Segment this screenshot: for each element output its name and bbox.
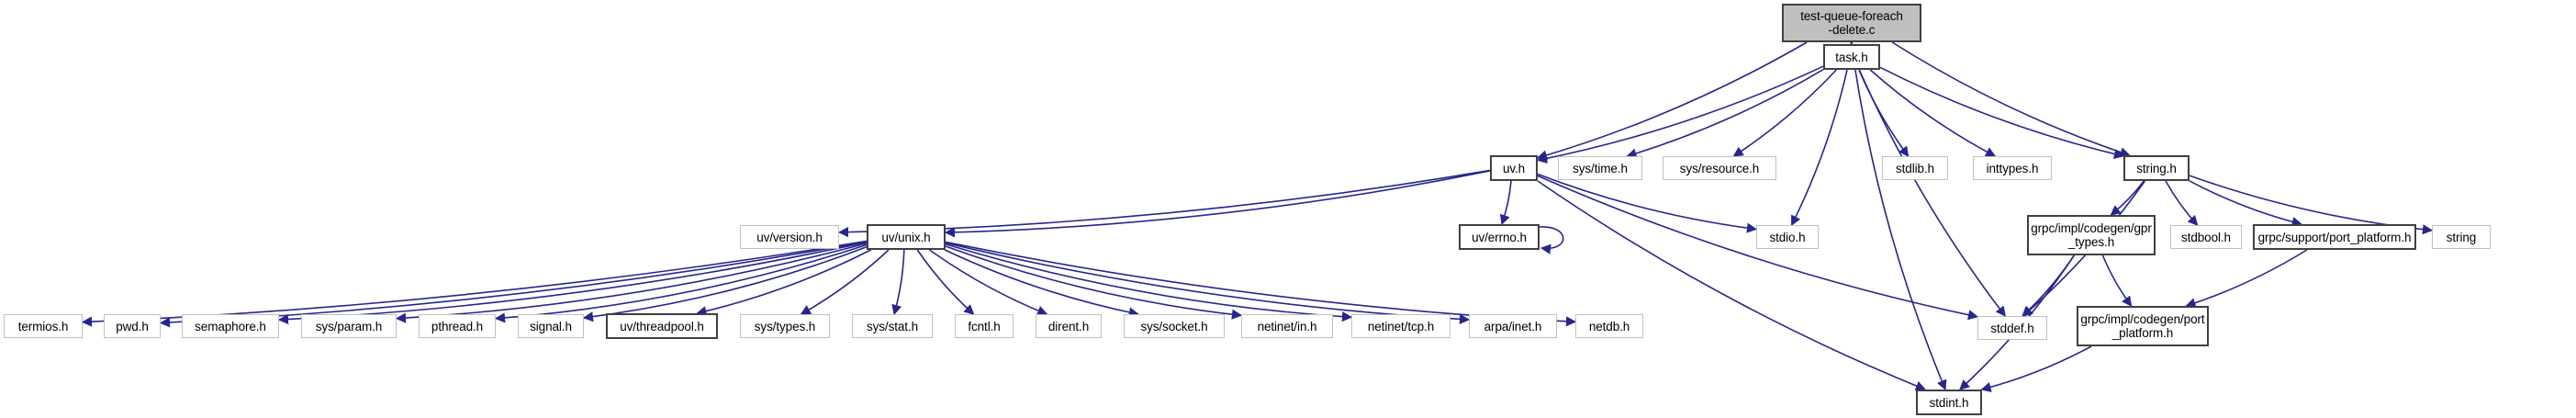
graph-node-inttypes[interactable]: inttypes.h	[1973, 156, 2052, 180]
graph-node-pthread[interactable]: pthread.h	[419, 314, 496, 338]
graph-node-stdio[interactable]: stdio.h	[1756, 225, 1819, 249]
graph-edge-task-to-sysresource	[1732, 69, 1837, 157]
graph-edge-task-to-stddef	[1858, 69, 2006, 317]
graph-node-sysparam[interactable]: sys/param.h	[301, 314, 397, 338]
graph-edge-uvunix-to-semaphore	[277, 241, 868, 325]
graph-edge-gprtypes-to-stddef	[2022, 254, 2075, 317]
graph-edge-supportport-to-codegenport	[2185, 249, 2308, 309]
graph-edge-root-to-string_h	[1891, 41, 2131, 158]
graph-edge-uvunix-to-uvthreadpool	[696, 249, 871, 317]
graph-edge-gprtypes-to-codegenport	[2101, 254, 2133, 307]
graph-edge-uvunix-to-sysparam	[395, 243, 868, 323]
graph-node-semaphore[interactable]: semaphore.h	[182, 314, 279, 338]
graph-node-gprtypes[interactable]: grpc/impl/codegen/gpr _types.h	[2027, 215, 2156, 255]
graph-node-dirent[interactable]: dirent.h	[1036, 314, 1102, 338]
graph-edge-uv-to-uverrno	[1499, 180, 1512, 226]
graph-edge-string_h-to-string_cpp	[2189, 175, 2434, 235]
graph-edge-uvunix-to-systypes	[800, 249, 890, 315]
graph-edge-task-to-string_h	[1879, 66, 2125, 160]
graph-node-systypes[interactable]: sys/types.h	[740, 314, 830, 338]
graph-node-fcntl[interactable]: fcntl.h	[955, 314, 1014, 338]
graph-edge-uvunix-to-syssocket	[944, 249, 1139, 318]
graph-node-task[interactable]: task.h	[1823, 44, 1880, 70]
graph-edge-uvunix-to-pwd	[159, 241, 868, 328]
graph-node-pwd[interactable]: pwd.h	[104, 314, 161, 338]
graph-edge-string_h-to-stdbool	[2165, 180, 2199, 226]
graph-edge-uvunix-to-netinettcp	[945, 243, 1353, 322]
graph-node-arpainet[interactable]: arpa/inet.h	[1469, 314, 1557, 338]
graph-node-stdlib[interactable]: stdlib.h	[1882, 156, 1948, 180]
graph-edge-task-to-uv	[1536, 65, 1824, 164]
graph-node-netdb[interactable]: netdb.h	[1575, 314, 1643, 338]
graph-node-uverrno[interactable]: uv/errno.h	[1459, 224, 1540, 250]
graph-edge-uv-to-uvunix	[944, 170, 1491, 238]
graph-edge-string_h-to-gprtypes	[2110, 180, 2145, 216]
graph-edge-uvunix-to-signal	[582, 246, 868, 322]
graph-edge-uv-to-uvversion	[837, 169, 1491, 238]
graph-edge-string_h-to-supportport	[2189, 180, 2302, 227]
graph-edge-task-to-stdint	[1854, 69, 1947, 391]
graph-edge-uv-to-stdio	[1537, 173, 1758, 233]
graph-node-netinetin[interactable]: netinet/in.h	[1241, 314, 1333, 338]
graph-node-stddef[interactable]: stddef.h	[1977, 316, 2047, 340]
graph-edge-uvunix-to-termios	[81, 240, 868, 327]
graph-node-uvunix[interactable]: uv/unix.h	[867, 224, 946, 250]
graph-edge-task-to-systime	[1626, 69, 1824, 159]
graph-node-stdint[interactable]: stdint.h	[1916, 390, 1982, 415]
graph-edge-uvunix-to-pthread	[494, 243, 868, 323]
graph-edge-uvunix-to-arpainet	[945, 242, 1471, 324]
graph-edge-uvunix-to-fcntl	[916, 249, 975, 315]
graph-node-syssocket[interactable]: sys/socket.h	[1124, 314, 1225, 338]
graph-edge-root-to-uv	[1536, 41, 1808, 161]
graph-edge-codegenport-to-stdint	[1980, 345, 2092, 392]
graph-node-netinettcp[interactable]: netinet/tcp.h	[1351, 314, 1450, 338]
graph-edge-task-to-inttypes	[1869, 69, 1997, 157]
graph-node-string_h[interactable]: string.h	[2123, 155, 2190, 181]
graph-node-codegenport[interactable]: grpc/impl/codegen/port _platform.h	[2077, 306, 2209, 346]
graph-edge-uverrno-to-uverrno	[1539, 226, 1564, 254]
graph-node-signal[interactable]: signal.h	[518, 314, 584, 338]
graph-node-uvversion[interactable]: uv/version.h	[740, 225, 839, 249]
graph-node-sysstat[interactable]: sys/stat.h	[852, 314, 933, 338]
graph-node-root[interactable]: test-queue-foreach -delete.c	[1782, 4, 1921, 42]
graph-node-uvthreadpool[interactable]: uv/threadpool.h	[606, 313, 718, 339]
graph-edge-uvunix-to-netinetin	[945, 245, 1243, 320]
graph-edge-uv-to-stdint	[1537, 180, 1927, 391]
graph-node-string_cpp[interactable]: string	[2432, 225, 2491, 249]
graph-edge-uvunix-to-dirent	[929, 249, 1048, 316]
graph-node-stdbool[interactable]: stdbool.h	[2170, 225, 2242, 249]
graph-edge-uvunix-to-netdb	[945, 241, 1577, 327]
graph-edge-uvunix-to-sysstat	[891, 249, 905, 316]
graph-edge-task-to-stdio	[1790, 69, 1848, 227]
graph-node-uv[interactable]: uv.h	[1490, 155, 1538, 181]
graph-node-sysresource[interactable]: sys/resource.h	[1663, 156, 1776, 180]
graph-node-supportport[interactable]: grpc/support/port_platform.h	[2253, 224, 2416, 250]
graph-node-systime[interactable]: sys/time.h	[1558, 156, 1642, 180]
graph-edge-task-to-stdlib	[1858, 69, 1910, 157]
graph-node-termios[interactable]: termios.h	[4, 314, 83, 338]
